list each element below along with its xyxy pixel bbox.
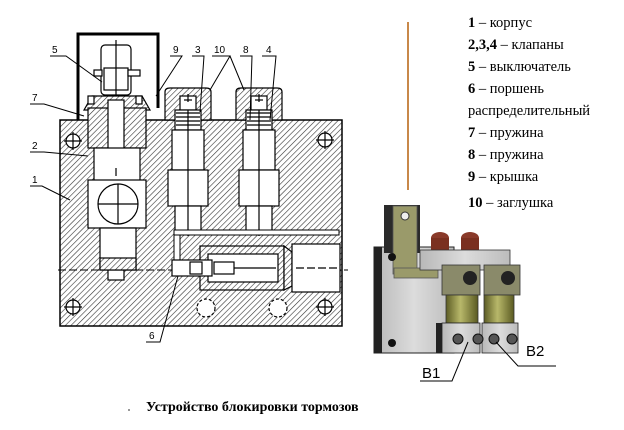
legend-item: 7 – пружина [468, 125, 544, 141]
distribution-piston [171, 243, 341, 318]
legend-item: 9 – крышка [468, 169, 539, 185]
legend-item: 10 – заглушка [468, 195, 554, 211]
stray-dot [128, 409, 130, 411]
switch-assembly [82, 40, 152, 111]
callout-4: 4 [266, 45, 272, 56]
callout-labels: 5 9 3 10 8 4 7 2 1 6 [32, 45, 272, 342]
callout-7: 7 [32, 93, 38, 104]
mounting-holes [64, 131, 334, 316]
valve-3 [164, 87, 212, 236]
callout-10: 10 [214, 45, 226, 56]
legend-item: 8 – пружина [468, 147, 544, 163]
callout-8: 8 [243, 45, 249, 56]
cover [76, 32, 160, 120]
figure-caption: Устройство блокировки тормозов [146, 400, 359, 415]
callout-2: 2 [32, 141, 38, 152]
callout-3: 3 [195, 45, 201, 56]
legend-item: распределительный [468, 103, 591, 119]
legend-item: 5 – выключатель [468, 59, 571, 75]
section-view: 5 9 3 10 8 4 7 2 1 6 [30, 32, 348, 343]
port-label-b1: B1 [422, 365, 440, 382]
callout-6: 6 [149, 331, 155, 342]
legend-item: 2,3,4 – клапаны [468, 37, 564, 53]
legend-item: 1 – корпус [468, 15, 533, 31]
legend-item: 6 – поршень [468, 81, 544, 97]
callout-1: 1 [32, 175, 38, 186]
callout-5: 5 [52, 45, 58, 56]
callout-9: 9 [173, 45, 179, 56]
port-label-b2: B2 [526, 343, 544, 360]
valve-2 [87, 99, 147, 281]
leader-lines [30, 55, 277, 343]
valve-4 [235, 87, 283, 236]
assembly-photo: B1 B2 [373, 205, 556, 382]
legend: 1 – корпус 2,3,4 – клапаны 5 – выключате… [468, 12, 590, 214]
